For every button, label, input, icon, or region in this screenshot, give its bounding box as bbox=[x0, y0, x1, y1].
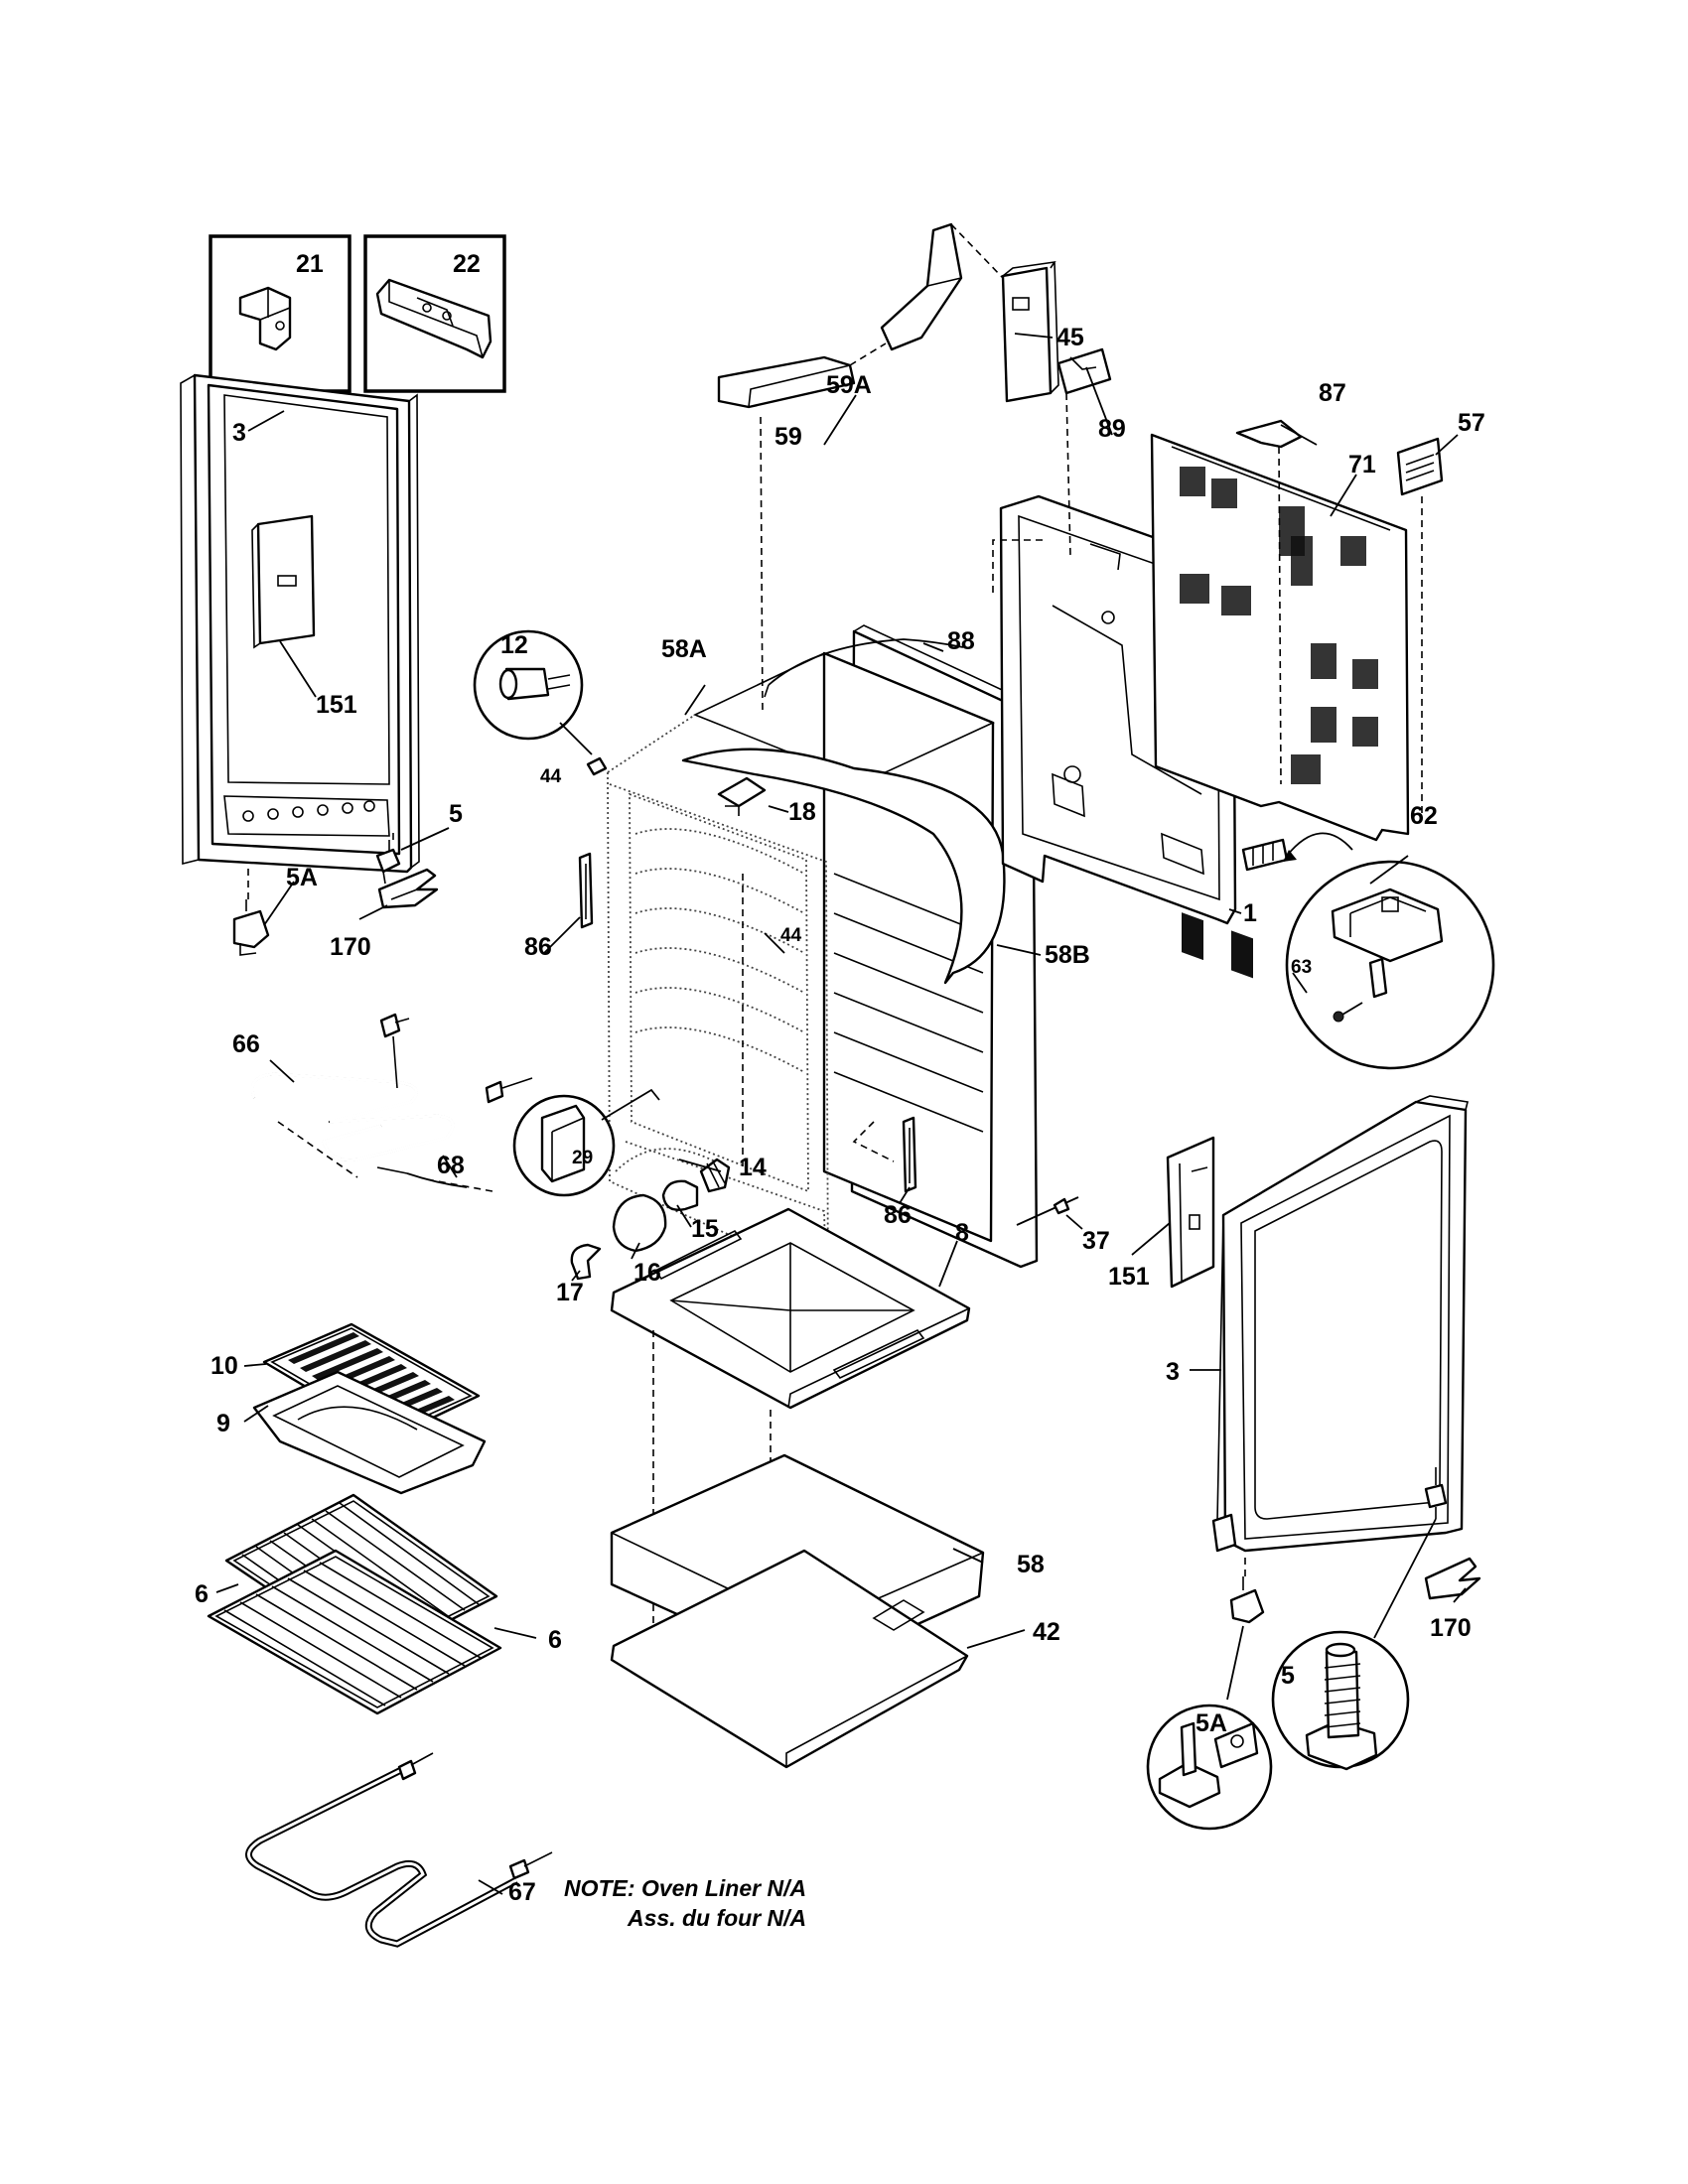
label-3-right: 3 bbox=[1166, 1358, 1180, 1386]
light-switch-detail-12 bbox=[473, 629, 584, 741]
label-44-mid: 44 bbox=[780, 925, 802, 946]
label-3-left: 3 bbox=[232, 419, 246, 447]
light-socket-14 bbox=[699, 1158, 731, 1193]
label-68: 68 bbox=[437, 1152, 465, 1179]
flue-59a bbox=[880, 222, 963, 351]
leveler-5-left bbox=[375, 840, 401, 885]
label-170-right: 170 bbox=[1430, 1614, 1472, 1642]
label-45: 45 bbox=[1056, 324, 1084, 351]
label-151-left: 151 bbox=[316, 691, 357, 719]
label-5-left: 5 bbox=[449, 800, 463, 828]
label-71: 71 bbox=[1348, 451, 1376, 478]
label-88: 88 bbox=[947, 627, 975, 655]
label-67: 67 bbox=[508, 1878, 536, 1906]
label-62: 62 bbox=[1410, 802, 1438, 830]
bracket-18 bbox=[717, 776, 767, 816]
label-12: 12 bbox=[500, 631, 528, 659]
wire-37 bbox=[1016, 1196, 1079, 1226]
label-8: 8 bbox=[955, 1219, 969, 1247]
label-170-left: 170 bbox=[330, 933, 371, 961]
light-lens-16 bbox=[612, 1193, 667, 1253]
label-14: 14 bbox=[739, 1154, 767, 1181]
note-line-1: NOTE: Oven Liner N/A bbox=[564, 1875, 806, 1901]
label-151-right: 151 bbox=[1108, 1263, 1150, 1291]
terminal-detail-63 bbox=[1285, 860, 1495, 1070]
label-86-left: 86 bbox=[524, 933, 552, 961]
broil-element-66 bbox=[250, 1013, 504, 1162]
trim-86-left bbox=[578, 852, 594, 929]
label-1: 1 bbox=[1243, 899, 1257, 927]
oven-rack-6-lower bbox=[207, 1549, 502, 1715]
vent-slots-71 bbox=[1180, 467, 1378, 784]
label-58b: 58B bbox=[1045, 941, 1090, 969]
label-6-left: 6 bbox=[195, 1580, 209, 1608]
label-5a-left: 5A bbox=[286, 864, 318, 891]
bracket-89 bbox=[1056, 347, 1112, 395]
screw-44-top bbox=[586, 756, 608, 776]
label-59: 59 bbox=[774, 423, 802, 451]
right-side-panel bbox=[1211, 1095, 1469, 1553]
label-37: 37 bbox=[1082, 1227, 1110, 1255]
label-21: 21 bbox=[296, 250, 324, 278]
bracket-5a-left bbox=[232, 899, 270, 956]
label-15: 15 bbox=[691, 1215, 719, 1243]
leveler-detail-5 bbox=[1271, 1630, 1410, 1771]
inset-part-21 bbox=[209, 234, 352, 393]
anti-tip-bracket-170-right bbox=[1424, 1557, 1481, 1600]
bracket-5a-right bbox=[1229, 1576, 1265, 1624]
vent-duct-45 bbox=[1001, 260, 1059, 403]
terminal-block-62 bbox=[1241, 832, 1353, 872]
label-18: 18 bbox=[788, 798, 816, 826]
label-58: 58 bbox=[1017, 1551, 1045, 1578]
oven-liner-note: NOTE: Oven Liner N/A Ass. du four N/A bbox=[564, 1875, 806, 1931]
label-9: 9 bbox=[216, 1410, 230, 1437]
bracket-87 bbox=[1235, 419, 1303, 449]
label-5a-right: 5A bbox=[1196, 1709, 1227, 1737]
anti-tip-bracket-170-left bbox=[377, 868, 439, 909]
light-housing-detail-29 bbox=[512, 1094, 616, 1197]
flue-59 bbox=[717, 355, 856, 409]
label-44-top: 44 bbox=[540, 766, 562, 787]
wire-68 bbox=[277, 1077, 533, 1192]
label-57: 57 bbox=[1458, 409, 1485, 437]
right-panel-bracket-151 bbox=[1166, 1136, 1215, 1289]
inset-part-22 bbox=[363, 234, 506, 393]
label-58a: 58A bbox=[661, 635, 707, 663]
label-66: 66 bbox=[232, 1030, 260, 1058]
label-5-right: 5 bbox=[1281, 1662, 1295, 1690]
label-16: 16 bbox=[633, 1259, 661, 1287]
label-17: 17 bbox=[556, 1279, 584, 1306]
label-42: 42 bbox=[1033, 1618, 1060, 1646]
part-labels: 21 22 45 59A 87 57 3 59 89 71 12 58A 88 … bbox=[195, 250, 1485, 1906]
leader-lines bbox=[215, 333, 1467, 1895]
wire-harness-88 bbox=[764, 638, 964, 698]
oven-bottom-8 bbox=[610, 1207, 971, 1410]
oven-bottom-tray-42 bbox=[610, 1549, 969, 1769]
note-line-2: Ass. du four N/A bbox=[627, 1905, 806, 1931]
label-29: 29 bbox=[572, 1148, 593, 1168]
label-63: 63 bbox=[1291, 957, 1312, 978]
label-10: 10 bbox=[211, 1352, 238, 1380]
bracket-detail-5a bbox=[1146, 1704, 1273, 1831]
label-6-right: 6 bbox=[548, 1626, 562, 1654]
bake-element-67 bbox=[245, 1752, 553, 1948]
leveler-5-right bbox=[1424, 1467, 1448, 1519]
label-89: 89 bbox=[1098, 415, 1126, 443]
trim-86-right bbox=[902, 1116, 917, 1193]
label-87: 87 bbox=[1319, 379, 1346, 407]
light-bulb-15 bbox=[661, 1179, 699, 1211]
label-22: 22 bbox=[453, 250, 481, 278]
lens-clip-17 bbox=[570, 1243, 602, 1281]
left-panel-bracket-151 bbox=[251, 514, 316, 649]
broiler-pan-9 bbox=[252, 1370, 487, 1495]
label-59a: 59A bbox=[826, 371, 872, 399]
cover-plate-57 bbox=[1396, 437, 1444, 496]
label-86-right: 86 bbox=[884, 1201, 912, 1229]
